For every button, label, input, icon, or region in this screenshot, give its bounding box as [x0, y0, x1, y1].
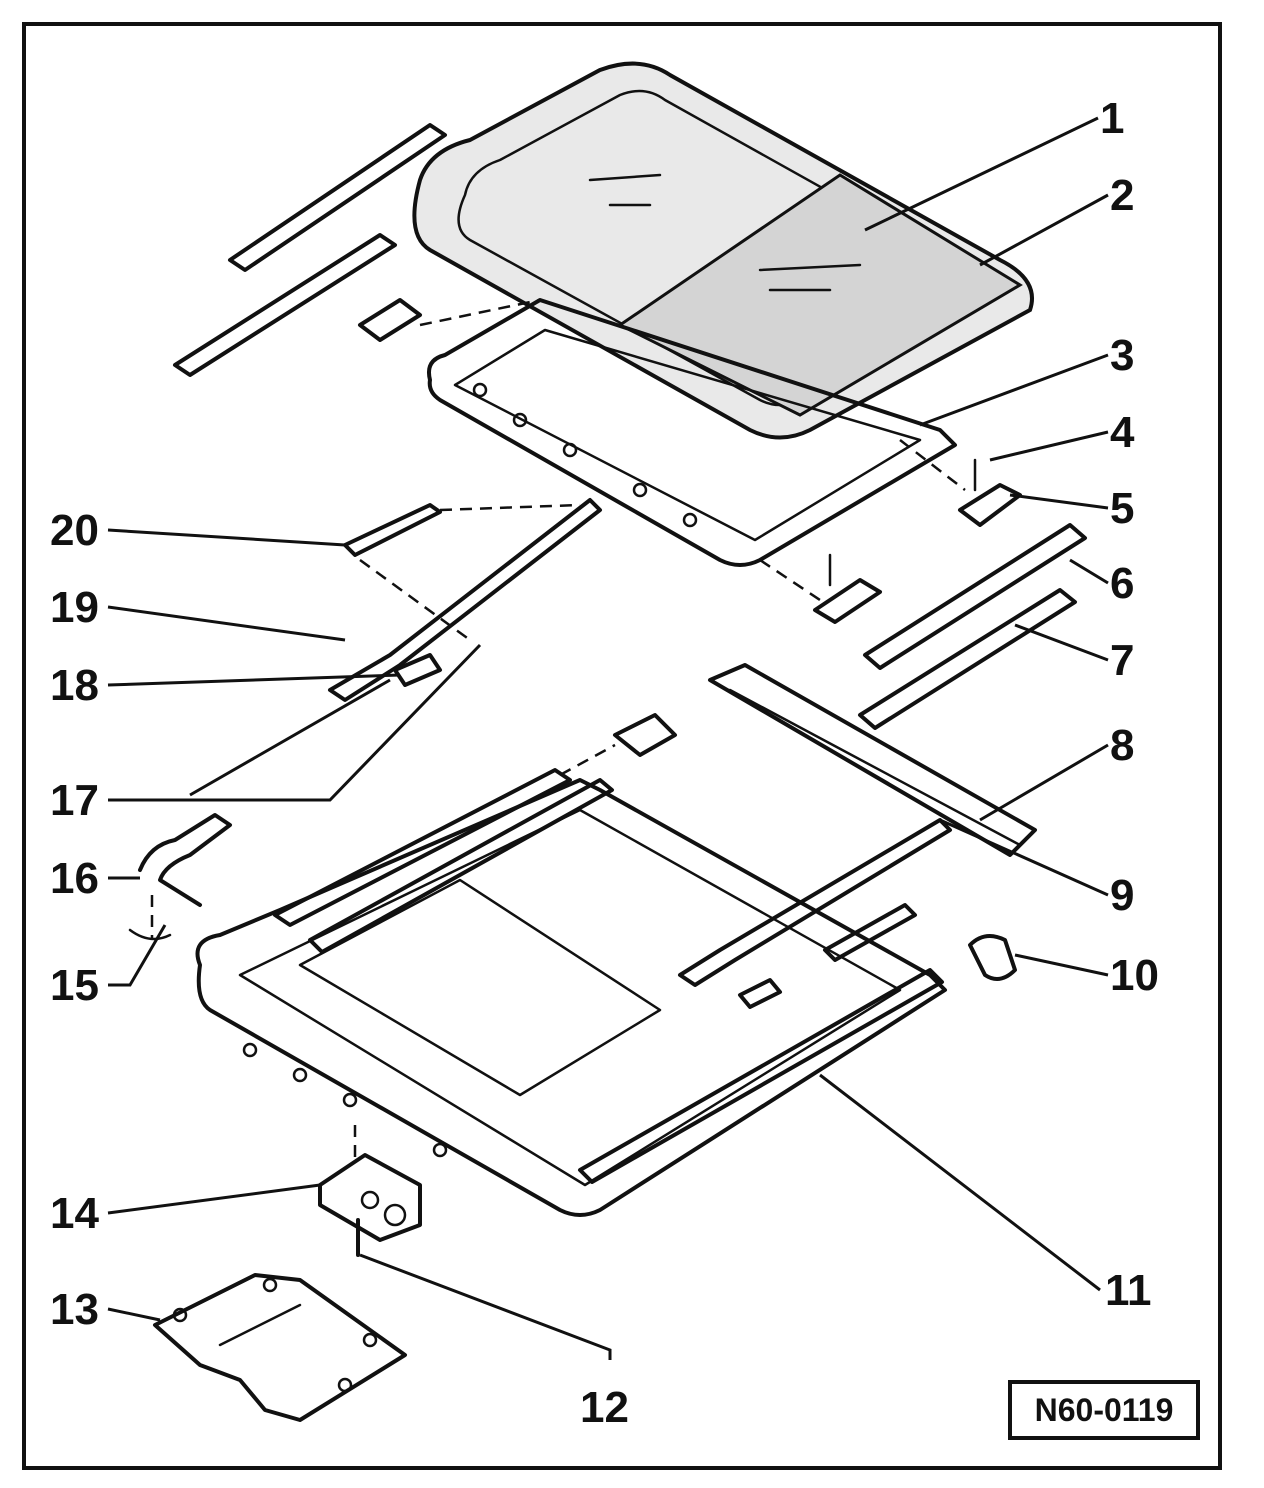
- callout-4: 4: [1110, 408, 1135, 457]
- sunroof-frame: [427, 298, 957, 567]
- callout-8: 8: [1110, 721, 1134, 770]
- bracket-right: [899, 439, 1022, 527]
- callout-2: 2: [1110, 171, 1134, 220]
- motor-cover: [153, 1273, 407, 1422]
- callout-17: 17: [50, 776, 99, 825]
- corner-bracket: [559, 713, 677, 777]
- callout-labels: 1 2 3 4 5 6 7 8 9 10 11 12 13 14 15 16 1…: [50, 94, 1159, 1432]
- leader-lines: [107, 116, 1109, 1360]
- callout-20: 20: [50, 506, 99, 555]
- bracket-center: [759, 553, 882, 624]
- callout-16: 16: [50, 854, 99, 903]
- drive-motor: [318, 1125, 422, 1242]
- callout-12: 12: [580, 1383, 629, 1432]
- mechanism-right: [678, 818, 952, 1009]
- callout-3: 3: [1110, 331, 1134, 380]
- drain-hose: [128, 813, 232, 941]
- callout-5: 5: [1110, 484, 1134, 533]
- bracket-upper-left: [358, 298, 541, 342]
- callout-14: 14: [50, 1189, 99, 1238]
- callout-6: 6: [1110, 559, 1134, 608]
- mechanism-left: [328, 498, 602, 702]
- callout-10: 10: [1110, 951, 1159, 1000]
- drain-channel: [708, 663, 1037, 857]
- callout-15: 15: [50, 961, 99, 1010]
- callout-7: 7: [1110, 636, 1134, 685]
- callout-18: 18: [50, 661, 99, 710]
- callout-9: 9: [1110, 871, 1134, 920]
- guide-rail-right: [858, 523, 1087, 730]
- sunroof-housing-frame: [195, 768, 947, 1217]
- guide-rail-upper-left: [173, 123, 447, 377]
- clip: [968, 934, 1017, 981]
- callout-1: 1: [1100, 94, 1124, 143]
- figure-reference-code: N60-0119: [1008, 1380, 1200, 1440]
- callout-19: 19: [50, 583, 99, 632]
- callout-11: 11: [1105, 1266, 1152, 1315]
- callout-13: 13: [50, 1285, 99, 1334]
- glass-panel: [412, 61, 1034, 440]
